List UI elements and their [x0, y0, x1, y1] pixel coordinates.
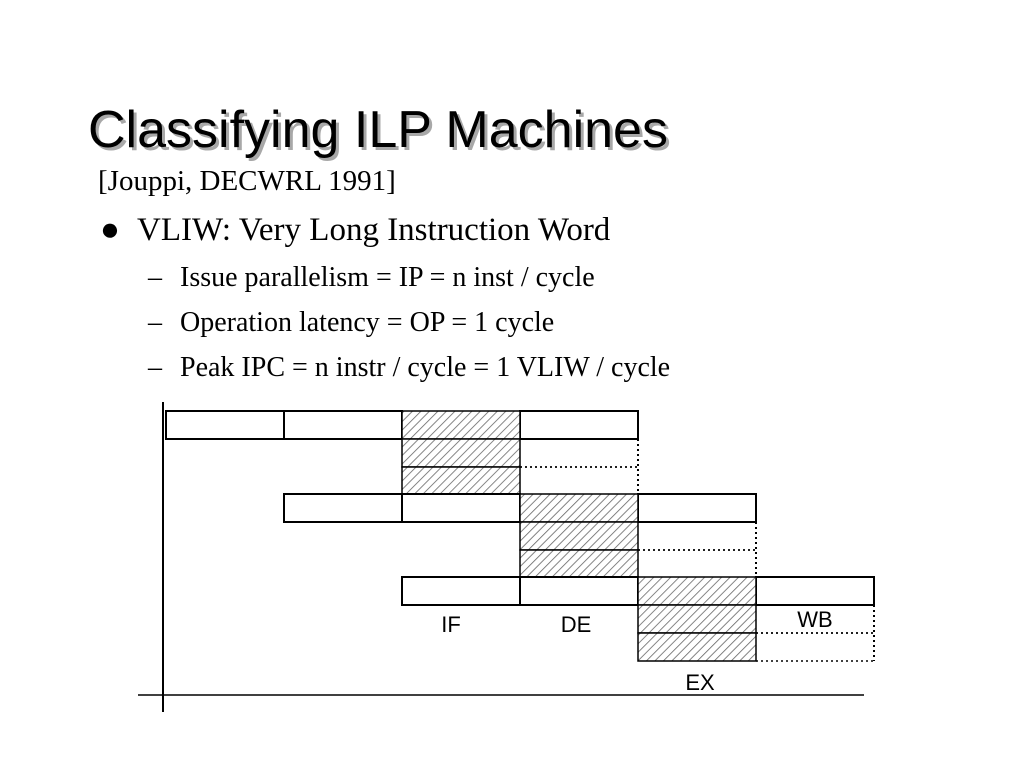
de-stage-box	[283, 410, 403, 440]
subpoint-issue-parallelism: –Issue parallelism = IP = n inst / cycle	[148, 262, 595, 294]
subpoint-peak-ipc: –Peak IPC = n instr / cycle = 1 VLIW / c…	[148, 352, 670, 384]
wb-stage-box	[519, 410, 639, 440]
ex-op-box	[401, 466, 521, 496]
ex-op-box	[401, 410, 521, 440]
stage-label-de: DE	[561, 612, 592, 637]
stage-label-wb: WB	[797, 607, 832, 632]
pipeline-stages	[165, 410, 875, 662]
bullet-text: VLIW: Very Long Instruction Word	[137, 212, 611, 248]
dash-icon: –	[148, 352, 162, 383]
slide-title: Classifying ILP Machines	[88, 101, 668, 159]
de-stage-box	[401, 493, 521, 523]
bullet-vliw: ● VLIW: Very Long Instruction Word	[100, 212, 610, 249]
ex-op-box	[519, 549, 639, 579]
stage-label-ex: EX	[685, 670, 715, 695]
wb-stage-box	[755, 576, 875, 606]
ex-op-box	[637, 632, 757, 662]
subpoint-text: Peak IPC = n instr / cycle = 1 VLIW / cy…	[180, 352, 671, 383]
dash-icon: –	[148, 262, 162, 293]
if-stage-box	[283, 493, 403, 523]
if-stage-box	[165, 410, 285, 440]
stage-label-if: IF	[441, 612, 461, 637]
ex-op-box	[637, 604, 757, 634]
subpoint-operation-latency: –Operation latency = OP = 1 cycle	[148, 307, 554, 339]
bullet-dot-icon: ●	[100, 212, 120, 248]
if-stage-box	[401, 576, 521, 606]
subpoint-text: Operation latency = OP = 1 cycle	[180, 307, 555, 338]
ex-op-box	[637, 576, 757, 606]
ex-op-box	[401, 438, 521, 468]
ex-op-box	[519, 521, 639, 551]
ex-op-box	[519, 493, 639, 523]
subpoint-text: Issue parallelism = IP = n inst / cycle	[180, 262, 595, 293]
de-stage-box	[519, 576, 639, 606]
wb-stage-box	[637, 493, 757, 523]
dash-icon: –	[148, 307, 162, 338]
citation: [Jouppi, DECWRL 1991]	[98, 165, 396, 197]
